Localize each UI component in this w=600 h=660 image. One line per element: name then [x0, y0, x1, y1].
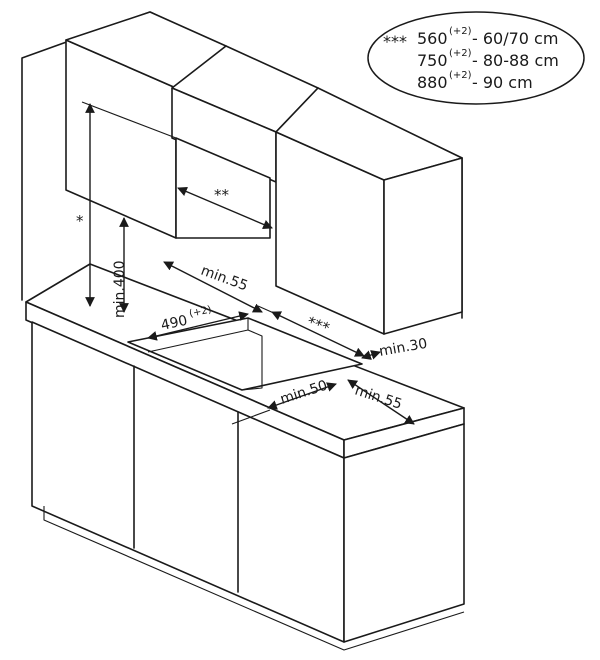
legend-size: 750: [417, 51, 448, 70]
min-height-label: min.400: [112, 260, 128, 318]
dimension-lines: [81, 101, 415, 425]
min-rear-clearance-label: min.55: [199, 263, 250, 295]
legend-tolerance: (+2): [449, 70, 472, 81]
legend-marker: ***: [383, 32, 407, 51]
height-marker-label: *: [76, 212, 84, 230]
cutout-width-label: 490 (+2): [160, 304, 213, 334]
legend-tolerance: (+2): [449, 48, 472, 59]
legend: *** 560 (+2) - 60/70 cm 750 (+2) - 80-88…: [367, 11, 585, 105]
legend-row: 880 (+2) - 90 cm: [417, 70, 533, 92]
legend-range: - 60/70 cm: [472, 29, 558, 48]
legend-size: 880: [417, 73, 448, 92]
legend-range: - 90 cm: [472, 73, 533, 92]
min-side-clearance-label: min.30: [378, 336, 429, 360]
legend-range: - 80-88 cm: [472, 51, 559, 70]
legend-ellipse: [367, 11, 585, 105]
base-cabinets: [31, 321, 465, 651]
upper-cabinet-right: [275, 87, 463, 335]
cutout-width-value: 490: [160, 313, 189, 334]
legend-tolerance: (+2): [449, 26, 472, 37]
hood-width-marker-label: **: [214, 186, 230, 204]
legend-row: *** 560 (+2) - 60/70 cm: [383, 26, 558, 51]
legend-row: 750 (+2) - 80-88 cm: [417, 48, 559, 70]
cutout-depth-marker-label: ***: [305, 313, 333, 338]
cutout-width-tolerance: (+2): [188, 304, 212, 319]
legend-size: 560: [417, 29, 448, 48]
